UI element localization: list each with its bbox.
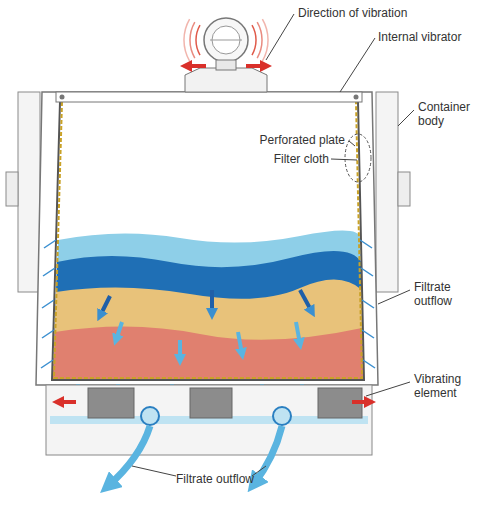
flow-arrow [300,290,312,312]
perforated-plate [52,102,364,380]
side-outflow-arrow [360,240,372,248]
side-flange [398,172,410,206]
vibrating-element [190,388,232,418]
side-flange [6,172,18,206]
vibration-wave [262,19,268,61]
leader-line [331,159,357,160]
callout-label: Filter cloth [225,152,329,166]
flow-arrow [178,340,182,360]
vibrator-shaft [210,40,242,41]
flow-arrows [100,290,312,316]
flow-arrow [116,322,122,340]
flow-arrow [210,290,214,314]
vibrator-mount [185,68,267,92]
outlet-pipe [141,407,159,425]
leader-line [340,38,375,92]
side-outflow-arrow [42,300,54,308]
side-outflow-arrow [43,268,55,276]
detail-circle [345,134,371,182]
container-body [36,92,378,385]
outlet-pipe [273,407,291,425]
side-outflow-arrow [363,360,375,368]
liquid-layer [53,251,363,380]
leader-line [266,14,294,60]
flow-arrow [238,332,242,354]
vibration-wave [190,22,195,58]
side-panel [18,92,40,292]
vibration-wave [257,22,262,58]
sediment-layer [53,326,363,380]
side-outflow-arrow [361,268,373,276]
leader-line [378,290,410,304]
flow-arrow [296,322,300,344]
bolt [354,95,359,100]
leader-line [252,466,266,476]
leader-line [398,110,414,126]
sediment-layer [53,279,363,380]
vibration-arrow [186,64,206,68]
outflow-arrow [254,426,282,484]
vibrating-element [88,388,134,418]
vibration-wave [252,25,256,55]
callout-label: Perforated plate [225,133,345,147]
side-outflow-arrow [41,360,53,368]
vibration-wave [184,19,190,61]
leader-line [132,466,176,476]
side-outflow-arrow [42,330,54,338]
callout-label: Filtrate outflow [414,280,478,308]
leader-line [366,382,410,396]
vibrator-motor [204,18,248,62]
vibration-arrow [352,400,370,404]
side-outflow [41,240,375,368]
callout-label: Direction of vibration [298,6,474,20]
liquid-layer [53,230,363,380]
vibrator-foot [216,60,236,70]
leader-lines [132,14,414,476]
callout-label: Filtrate outflow [160,472,270,486]
vibration-arrow [246,64,266,68]
side-outflow-arrow [362,330,374,338]
leader-line [349,141,355,146]
outflow-arrow [108,426,150,486]
filter-cloth [54,102,362,378]
flow-arrow [100,296,110,316]
side-outflow-arrow [44,240,56,248]
bolt [60,95,65,100]
side-panel [376,92,398,292]
vibration-arrow [58,400,76,404]
callout-label: Container body [418,100,478,128]
vibration-wave [196,25,200,55]
callout-label: Vibrating element [414,372,478,400]
callout-label: Internal vibrator [378,30,478,44]
top-frame [56,92,362,102]
side-outflow-arrow [362,300,374,308]
filtrate-tray [46,385,372,455]
